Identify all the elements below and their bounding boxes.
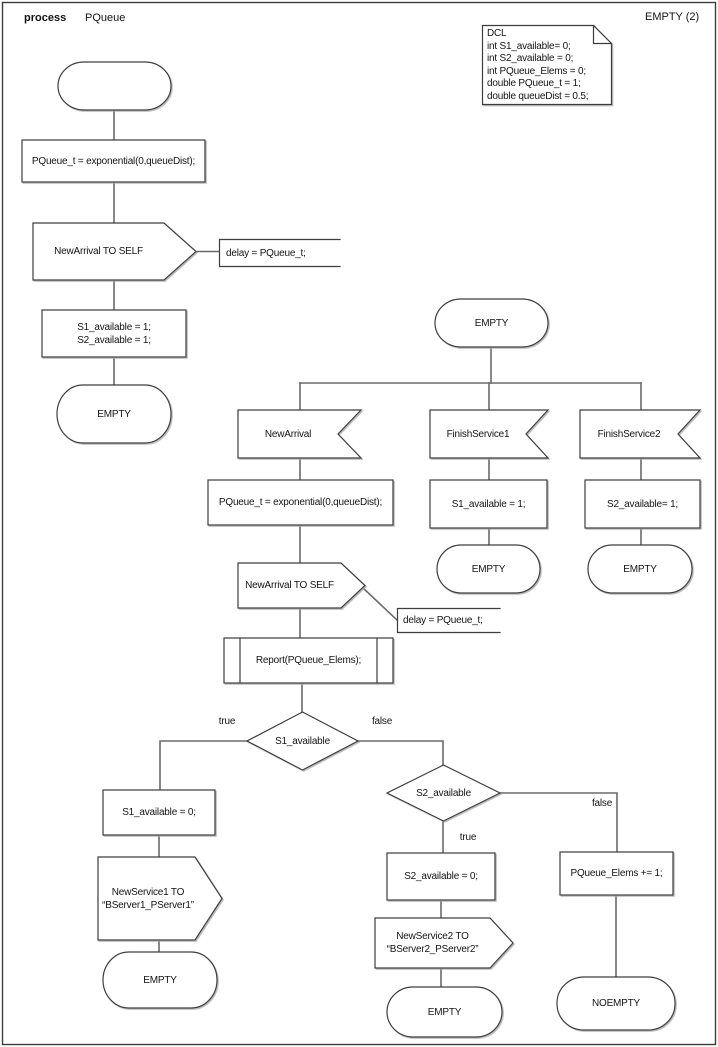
task-pqueue-elems-label: PQueue_Elems += 1; [570, 868, 663, 879]
state-empty-s1 [102, 951, 218, 1009]
procedure-report-label: Report(PQueue_Elems); [255, 655, 362, 666]
decision-s1-label: S1_available [275, 735, 330, 747]
task-s2-one-label: S2_available= 1; [606, 498, 679, 510]
send-newarrival-symbol-main [237, 562, 366, 609]
procedure-report-box [223, 637, 394, 684]
comment-delay-symbol-start [218, 238, 341, 268]
decision-s1-diamond [245, 711, 360, 771]
state-empty-label-start: EMPTY [97, 408, 131, 420]
task-s1-zero-box [102, 789, 216, 836]
branch-label-s2-true: true [459, 831, 477, 843]
state-empty-fs1-label: EMPTY [471, 563, 506, 575]
page-number-label: EMPTY (2) [645, 11, 700, 23]
task-exponential-box-start [21, 139, 206, 183]
dcl-text-symbol [481, 24, 613, 106]
input-newarrival-symbol [237, 409, 363, 459]
dcl-declarations: DCL int S1_available= 0; int S2_availabl… [487, 28, 589, 102]
input-finishservice1-symbol [429, 409, 550, 459]
send-newarrival-symbol-start [32, 222, 197, 281]
task-s1-one-box [429, 479, 548, 529]
input-finishservice1-label: FinishService1 [446, 428, 510, 440]
task-init-label: S1_available = 1; S2_available = 1; [77, 321, 151, 346]
branch-label-s1-false: false [371, 715, 393, 727]
task-s1-zero-label: S1_available = 0; [122, 807, 196, 818]
task-s1-one-label: S1_available = 1; [451, 498, 526, 510]
state-empty-top-label: EMPTY [474, 317, 509, 329]
task-exponential-box-main [207, 479, 394, 526]
input-finishservice2-label: FinishService2 [597, 428, 661, 440]
decision-s2-label: S2_available [416, 787, 471, 799]
send-newarrival-label-start: NewArrival TO SELF [54, 246, 143, 257]
task-init-box [41, 309, 187, 358]
state-empty-top [434, 298, 549, 348]
state-empty-s2 [386, 986, 503, 1038]
state-empty-fs1 [436, 544, 541, 594]
send-newservice1-symbol [97, 856, 223, 941]
input-finishservice2-symbol [579, 409, 702, 459]
send-newarrival-label-main: NewArrival TO SELF [245, 580, 334, 591]
process-name: PQueue [85, 12, 126, 24]
task-pqueue-elems-box [559, 851, 674, 896]
task-s2-zero-box [386, 852, 496, 901]
dcl-fold-corner [592, 24, 613, 45]
process-keyword: process [24, 12, 67, 24]
state-empty-s1-label: EMPTY [143, 974, 177, 986]
state-empty-start [56, 384, 172, 444]
procedure-inner-lines [239, 637, 378, 684]
state-noempty-label: NOEMPTY [591, 998, 641, 1009]
comment-delay-label-start: delay = PQueue_t; [226, 247, 306, 259]
branch-label-s1-true: true [218, 715, 236, 727]
comment-delay-label-main: delay = PQueue_t; [403, 615, 483, 626]
state-empty-s2-label: EMPTY [427, 1006, 462, 1018]
start-symbol [57, 61, 172, 111]
state-empty-fs2 [587, 544, 693, 594]
decision-s2-diamond [385, 764, 502, 822]
task-s2-one-box [584, 479, 701, 529]
task-s2-zero-label: S2_available = 0; [404, 871, 478, 882]
task-exponential-label-start: PQueue_t = exponential(0,queueDist); [31, 155, 196, 167]
connector-lines [113, 109, 642, 988]
branch-label-s2-false: false [591, 797, 613, 809]
input-newarrival-label: NewArrival [264, 428, 312, 440]
send-newservice2-label: NewService2 TO “BServer2_PServer2” [386, 931, 479, 955]
send-newservice1-label: NewService1 TO “BServer1_PServer1” [102, 886, 194, 911]
task-exponential-label-main: PQueue_t = exponential(0,queueDist); [218, 497, 383, 508]
state-noempty [556, 976, 676, 1031]
comment-delay-symbol-main [396, 607, 501, 634]
send-newservice2-symbol [374, 917, 514, 969]
state-empty-fs2-label: EMPTY [623, 563, 657, 575]
